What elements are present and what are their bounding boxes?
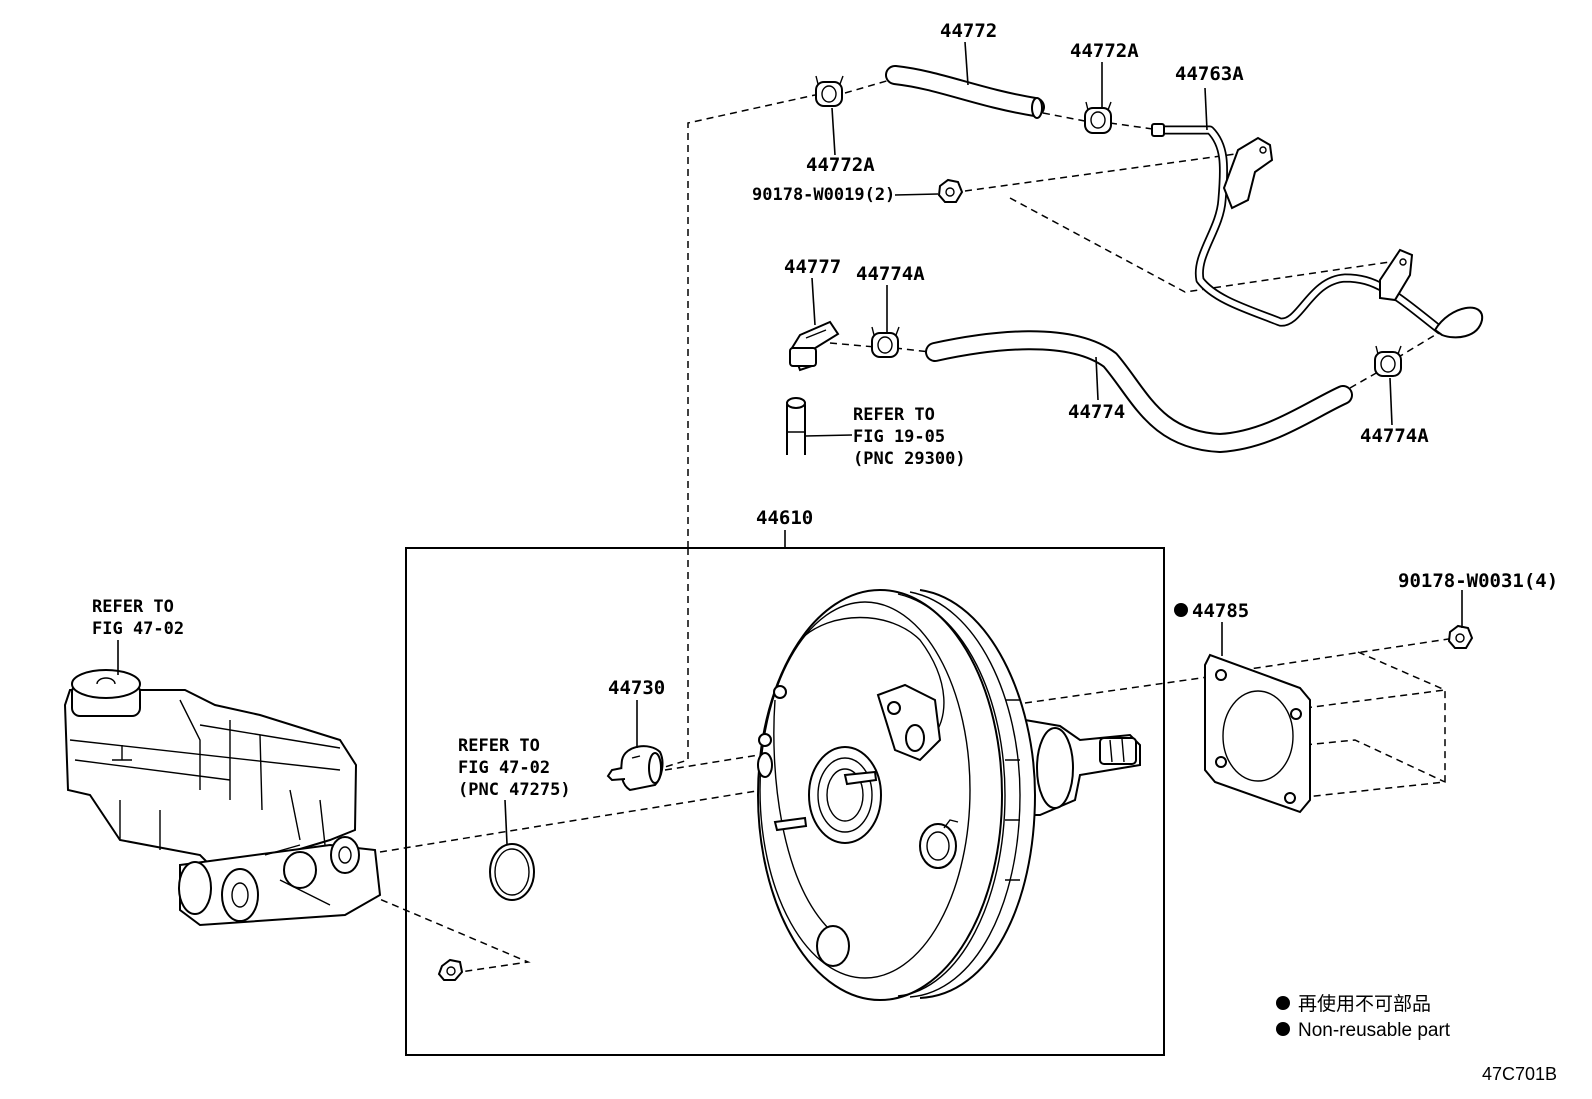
- label-44772a-top: 44772A: [1070, 40, 1139, 62]
- label-44774a-right: 44774A: [1360, 425, 1429, 447]
- ref-oring-line2: FIG 47-02: [458, 758, 550, 778]
- engine-vacuum-nipple: [786, 397, 806, 455]
- label-44610: 44610: [756, 507, 813, 529]
- label-44774a-top: 44774A: [856, 263, 925, 285]
- legend: 再使用不可部品 Non-reusable part: [1276, 993, 1451, 1041]
- ref-engine-line1: REFER TO: [853, 405, 935, 425]
- hose-44774: [925, 330, 1353, 453]
- clamp-44772a-left: [815, 75, 844, 107]
- ref-engine-line2: FIG 19-05: [853, 427, 945, 447]
- label-90178-w0031: 90178-W0031(4): [1398, 570, 1558, 592]
- clamp-44774a-top: [871, 326, 900, 358]
- ref-engine-line3: (PNC 29300): [853, 449, 966, 469]
- legend-non-reusable-en: Non-reusable part: [1298, 1020, 1451, 1041]
- ref-oring-line1: REFER TO: [458, 736, 540, 756]
- label-90178-w0019: 90178-W0019(2): [752, 185, 895, 205]
- label-44772: 44772: [940, 20, 997, 42]
- ref-oring-line3: (PNC 47275): [458, 780, 571, 800]
- label-44785: 44785: [1192, 600, 1249, 622]
- label-44763a: 44763A: [1175, 63, 1244, 85]
- diagram-code: 47C701B: [1482, 1064, 1557, 1084]
- ref-reservoir-line2: FIG 47-02: [92, 619, 184, 639]
- joint-44777: [789, 320, 840, 372]
- clamp-44772a-right: [1084, 101, 1112, 134]
- legend-non-reusable-jp: 再使用不可部品: [1298, 993, 1431, 1015]
- non-reusable-dot-44785: [1174, 603, 1188, 617]
- check-valve-44730: [606, 745, 664, 792]
- gasket-44785: [1204, 653, 1311, 814]
- nut-90178-w0019: [937, 178, 964, 203]
- nut-90178-w0031: [1447, 624, 1474, 649]
- legend-dot-en: [1276, 1022, 1290, 1036]
- legend-dot-jp: [1276, 996, 1290, 1010]
- hose-44772: [885, 65, 1045, 119]
- clamp-44774a-right: [1374, 345, 1402, 377]
- brake-booster-44610: [757, 589, 1141, 1001]
- o-ring-47275: [489, 843, 535, 901]
- ref-reservoir-line1: REFER TO: [92, 597, 174, 617]
- master-cylinder-nut: [437, 958, 464, 981]
- pipe-44763a: [1151, 123, 1484, 339]
- label-44777: 44777: [784, 256, 841, 278]
- label-44730: 44730: [608, 677, 665, 699]
- master-cylinder-reservoir: [63, 669, 382, 927]
- label-44774: 44774: [1068, 401, 1125, 423]
- label-44772a-left: 44772A: [806, 154, 875, 176]
